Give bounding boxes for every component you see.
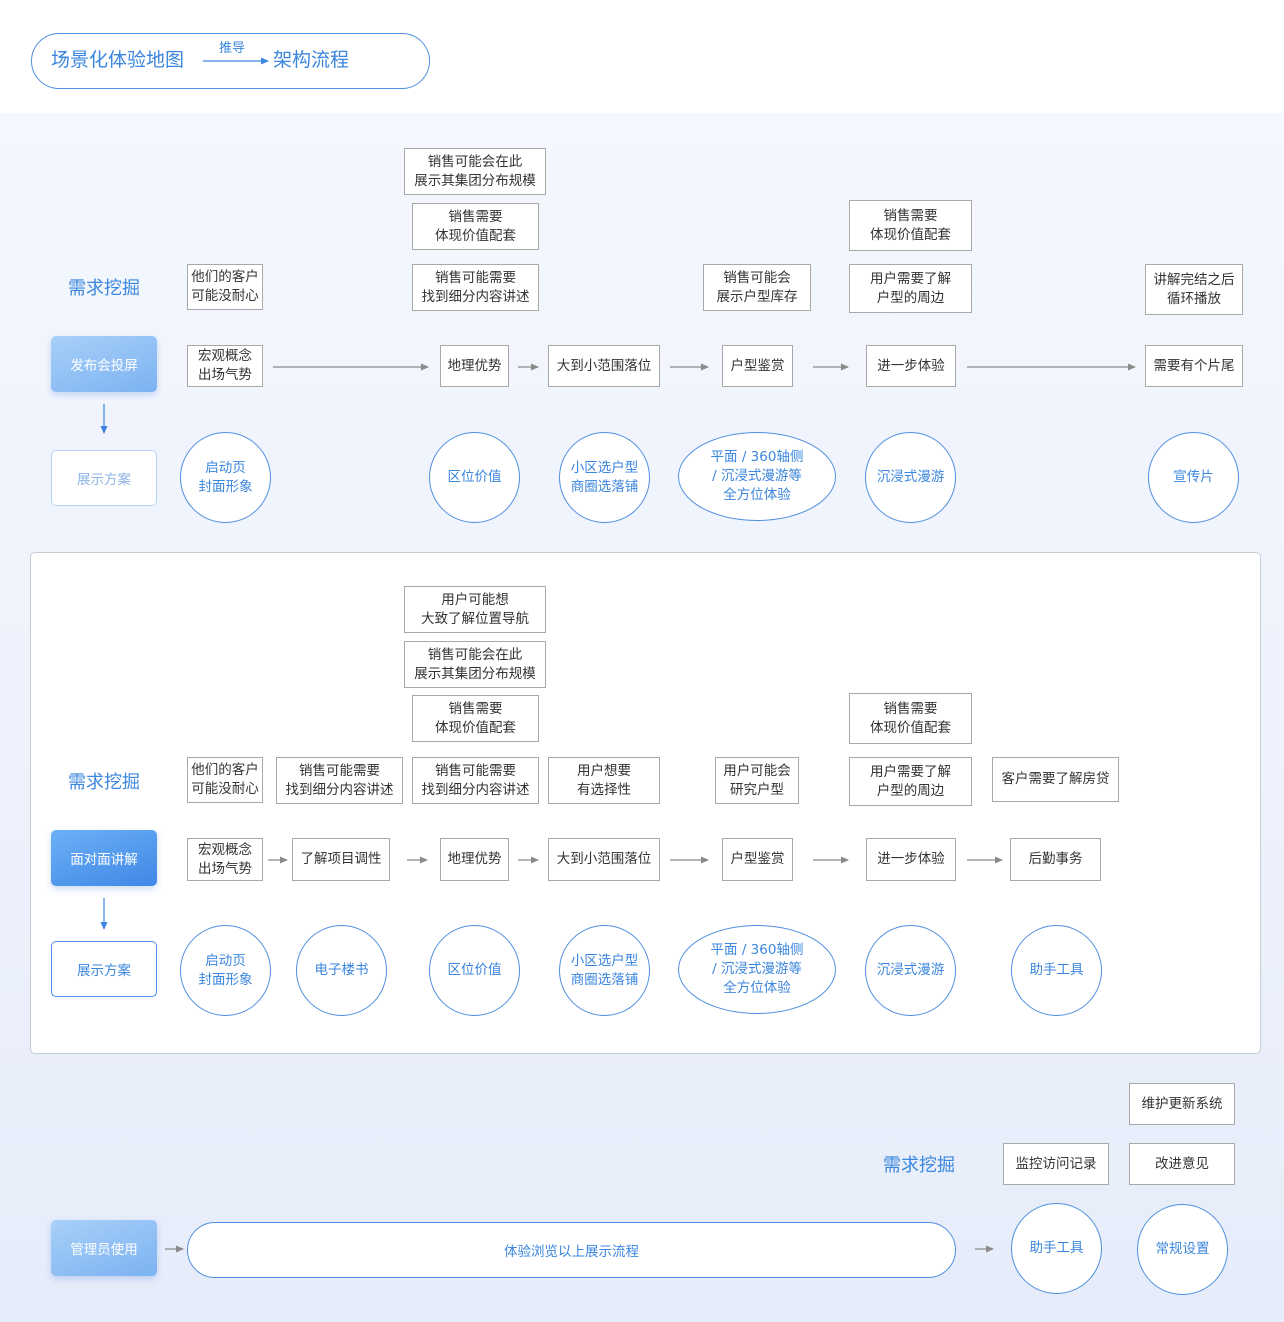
s2-plan-ebook[interactable]: 电子楼书 (296, 925, 387, 1016)
s1-need-col6: 讲解完结之后 循环播放 (1145, 264, 1243, 315)
s1-need-col5-bottom: 用户需要了解 户型的周边 (849, 264, 972, 313)
s1-flow-unit: 户型鉴赏 (722, 345, 793, 387)
s1-need-col2-bottom: 销售可能需要 找到细分内容讲述 (412, 264, 539, 311)
s2-flow-unit: 户型鉴赏 (722, 838, 793, 881)
s1-flow-ending: 需要有个片尾 (1145, 345, 1243, 387)
s2-flow-logistics: 后勤事务 (1010, 838, 1101, 881)
s2-need-col1: 他们的客户 可能没耐心 (187, 757, 263, 803)
s1-plan-promo[interactable]: 宣传片 (1148, 432, 1239, 523)
s2-flow-geo: 地理优势 (440, 838, 509, 881)
s1-need-col2-mid: 销售需要 体现价值配套 (412, 203, 539, 250)
s3-need-maintain: 维护更新系统 (1129, 1083, 1235, 1125)
s1-flow-further: 进一步体验 (866, 345, 956, 387)
s2-plan-button[interactable]: 展示方案 (51, 941, 157, 997)
s3-need-improve: 改进意见 (1129, 1143, 1235, 1185)
s1-plan-button[interactable]: 展示方案 (51, 450, 157, 506)
s2-need-col3-upper: 销售可能会在此 展示其集团分布规模 (404, 641, 546, 688)
s2-need-col6-top: 销售需要 体现价值配套 (849, 693, 972, 744)
s2-plan-select[interactable]: 小区选户型 商圈选落铺 (559, 925, 650, 1016)
s2-flow-tone: 了解项目调性 (292, 838, 390, 881)
s1-plan-immersive[interactable]: 沉浸式漫游 (865, 432, 956, 523)
s1-flow-geo: 地理优势 (440, 345, 509, 387)
s2-plan-immersive[interactable]: 沉浸式漫游 (865, 925, 956, 1016)
s3-tool-assistant[interactable]: 助手工具 (1011, 1203, 1102, 1294)
s3-tool-settings[interactable]: 常规设置 (1137, 1204, 1228, 1295)
header-arrow-label: 推导 (219, 41, 246, 56)
s2-need-col3-bottom: 销售可能需要 找到细分内容讲述 (412, 757, 539, 804)
header-right-title: 架构流程 (273, 49, 350, 71)
s2-need-col3-top: 用户可能想 大致了解位置导航 (404, 586, 546, 633)
s1-plan-select[interactable]: 小区选户型 商圈选落铺 (559, 432, 650, 523)
s2-need-col6-bottom: 用户需要了解 户型的周边 (849, 757, 972, 806)
s1-need-col4: 销售可能会 展示户型库存 (703, 264, 811, 311)
s1-need-col2-top: 销售可能会在此 展示其集团分布规模 (404, 148, 546, 195)
s2-need-col4: 用户想要 有选择性 (548, 757, 660, 804)
s1-flow-macro: 宏观概念 出场气势 (187, 345, 263, 387)
s2-need-col7: 客户需要了解房贷 (992, 757, 1119, 802)
s2-plan-cover[interactable]: 启动页 封面形象 (180, 925, 271, 1016)
s3-req-label: 需求挖掘 (883, 1155, 955, 1176)
s3-need-monitor: 监控访问记录 (1003, 1143, 1109, 1185)
browse-flow-pill[interactable]: 体验浏览以上展示流程 (187, 1222, 956, 1278)
s2-plan-assistant[interactable]: 助手工具 (1011, 925, 1102, 1016)
s2-flow-macro: 宏观概念 出场气势 (187, 838, 263, 881)
s2-plan-location[interactable]: 区位价值 (429, 925, 520, 1016)
s1-plan-cover[interactable]: 启动页 封面形象 (180, 432, 271, 523)
s2-need-col2: 销售可能需要 找到细分内容讲述 (276, 757, 403, 804)
header-left-title: 场景化体验地图 (51, 49, 185, 71)
s2-need-col3-mid: 销售需要 体现价值配套 (412, 695, 539, 742)
admin-use-button[interactable]: 管理员使用 (51, 1220, 157, 1276)
s1-need-col5-top: 销售需要 体现价值配套 (849, 200, 972, 251)
launch-screen-button[interactable]: 发布会投屏 (51, 336, 157, 392)
s1-need-col1: 他们的客户 可能没耐心 (187, 264, 263, 310)
s2-req-label: 需求挖掘 (68, 772, 140, 793)
s2-plan-views[interactable]: 平面 / 360轴侧 / 沉浸式漫游等 全方位体验 (678, 925, 836, 1014)
s1-req-label: 需求挖掘 (68, 278, 140, 299)
face-to-face-button[interactable]: 面对面讲解 (51, 830, 157, 886)
s1-plan-location[interactable]: 区位价值 (429, 432, 520, 523)
s2-flow-further: 进一步体验 (866, 838, 956, 881)
s2-flow-range: 大到小范围落位 (548, 838, 660, 881)
s1-plan-views[interactable]: 平面 / 360轴侧 / 沉浸式漫游等 全方位体验 (678, 432, 836, 521)
s2-need-col5: 用户可能会 研究户型 (715, 757, 799, 804)
s1-flow-range: 大到小范围落位 (548, 345, 660, 387)
